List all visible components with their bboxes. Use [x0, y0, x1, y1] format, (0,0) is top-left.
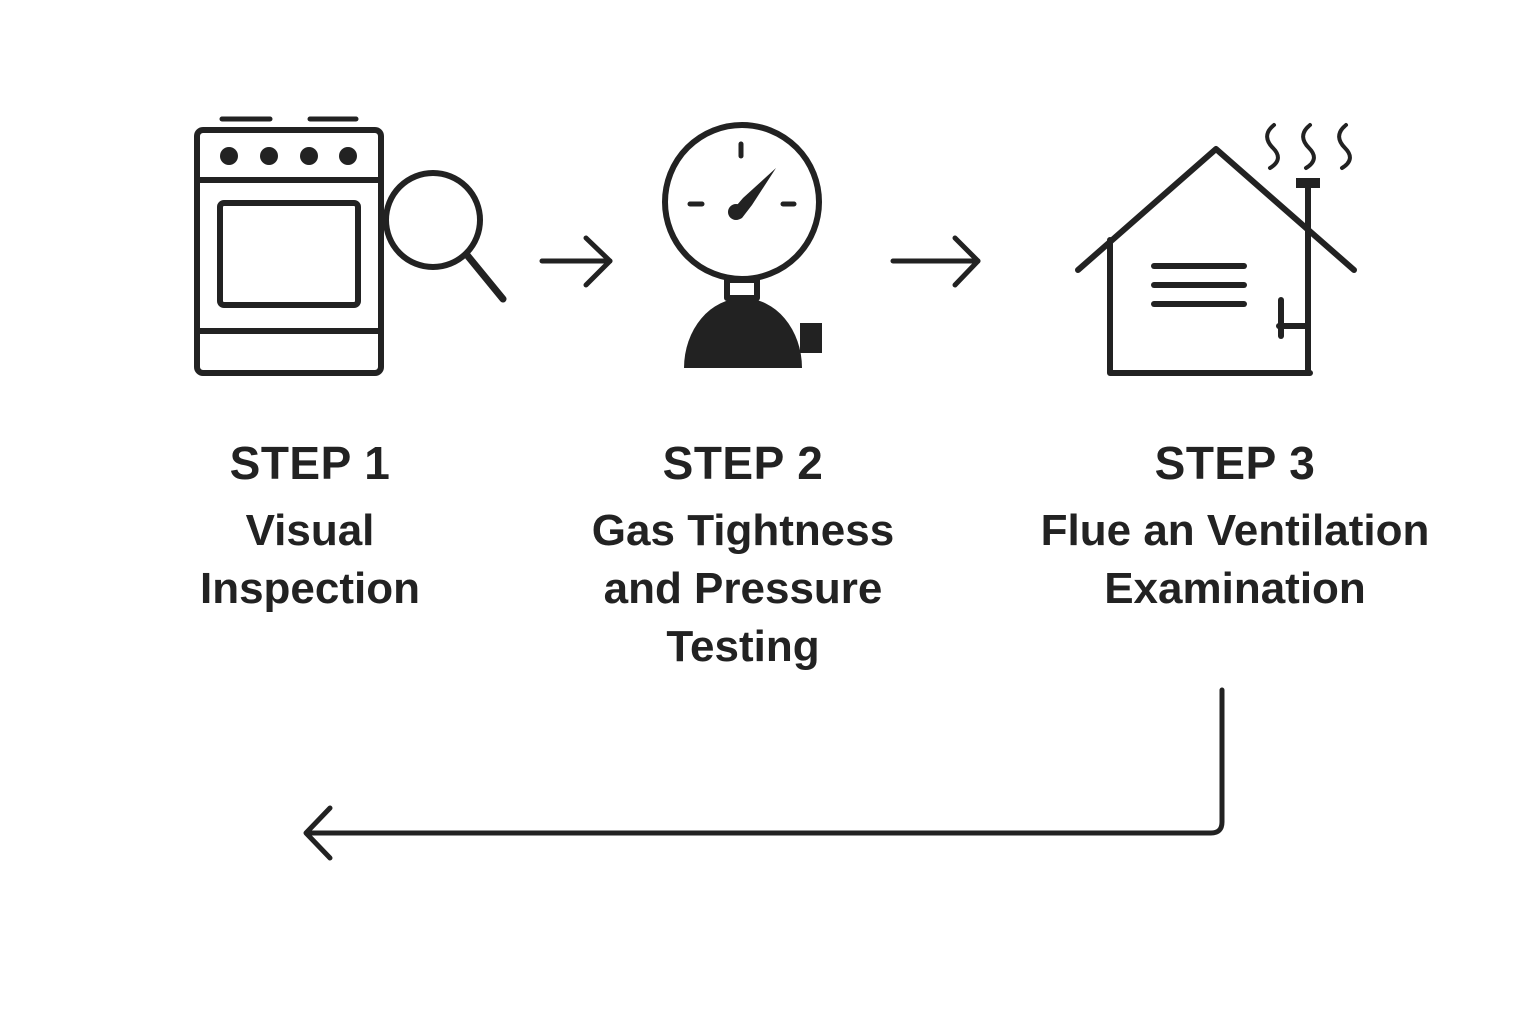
step-2-title-line: Testing	[666, 622, 820, 671]
step-1: STEP 1 Visual Inspection	[160, 440, 460, 618]
house-with-chimney-icon	[1075, 123, 1357, 376]
step-3-title-line: Examination	[1104, 564, 1366, 613]
step-2-title-line: and Pressure	[603, 564, 883, 613]
step-2-title-line: Gas Tightness	[591, 506, 895, 555]
step-1-title: Visual Inspection	[160, 502, 460, 618]
step-2-title: Gas Tightness and Pressure Testing	[543, 502, 943, 676]
step-1-label: STEP 1	[229, 437, 391, 489]
stove-icon	[194, 116, 384, 376]
pressure-gauge-icon	[662, 122, 822, 368]
step-2-label: STEP 2	[662, 437, 824, 489]
step-3-title-line: Flue an Ventilation	[1040, 506, 1430, 555]
right-arrow-icon	[539, 235, 613, 288]
step-3-title: Flue an Ventilation Examination	[1000, 502, 1470, 618]
magnifier-icon	[383, 170, 507, 303]
step-2: STEP 2 Gas Tightness and Pressure Testin…	[543, 440, 943, 676]
step-1-title-line: Visual	[245, 506, 375, 555]
smoke-icon	[1265, 123, 1352, 170]
step-3-label: STEP 3	[1154, 437, 1316, 489]
step-3: STEP 3 Flue an Ventilation Examination	[1000, 440, 1470, 618]
return-arrow-icon	[303, 687, 1225, 861]
stove-with-magnifier-icon	[194, 116, 507, 376]
right-arrow-icon	[890, 235, 981, 288]
step-1-title-line: Inspection	[199, 564, 421, 613]
